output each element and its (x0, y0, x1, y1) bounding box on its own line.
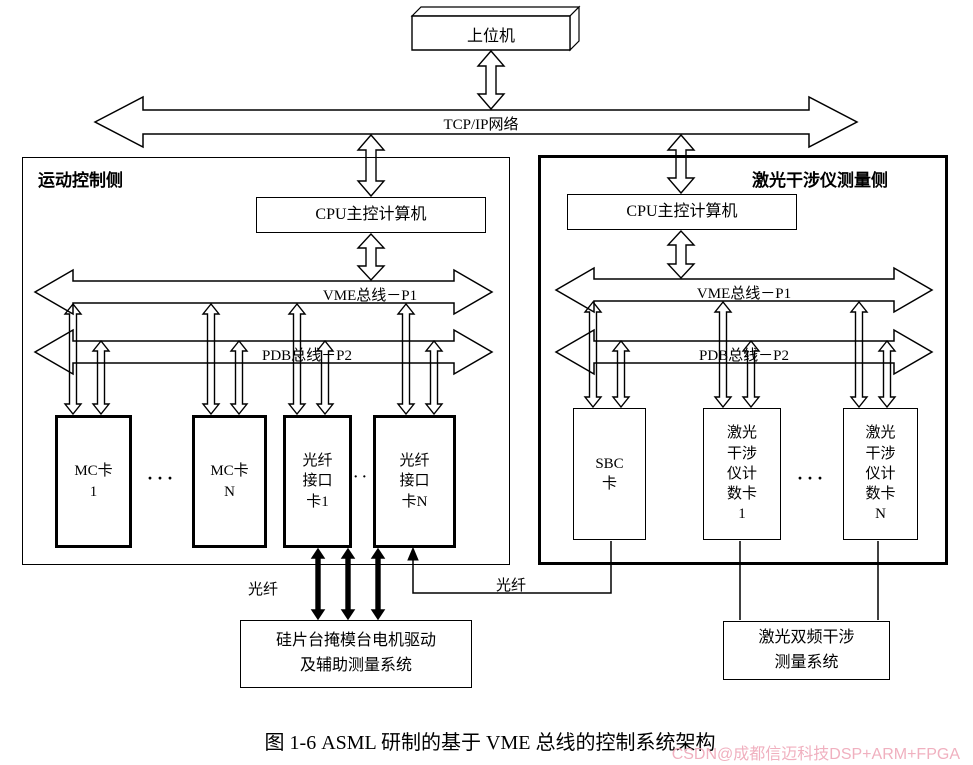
fiber-solid-arrow-3 (370, 547, 386, 621)
mc-card-1: MC卡 1 (55, 415, 132, 548)
laser-section-title: 激光干涉仪测量侧 (752, 171, 888, 190)
right-cpu-vme-arrow (666, 229, 696, 280)
sbc-card-label: SBC 卡 (595, 455, 624, 492)
tcpip-bus-arrow (93, 95, 859, 149)
right-vme-bus-arrow (554, 266, 934, 314)
laser-measure-system-label: 激光双频干涉 测量系统 (758, 628, 855, 671)
figure-caption: 图 1-6 ASML 研制的基于 VME 总线的控制系统架构 (264, 732, 716, 754)
host-network-arrow (476, 49, 506, 111)
sbc-card: SBC 卡 (573, 408, 646, 540)
right-pdb-bus-label: PDB总线－P2 (698, 348, 790, 364)
right-card-bus-arrow-6 (877, 339, 897, 409)
fiber-label-mid: 光纤 (496, 578, 527, 594)
laser-measurement-section (538, 155, 948, 565)
ellipsis-left-b: ·· (353, 470, 371, 485)
tcpip-network-label: TCP/IP网络 (443, 117, 519, 133)
fiber-interface-card-1-label: 光纤 接口 卡1 (302, 453, 333, 510)
left-cpu-label: CPU主控计算机 (315, 206, 427, 224)
mc-card-1-label: MC卡 1 (74, 463, 113, 500)
left-card-bus-arrow-6 (315, 339, 335, 416)
left-card-bus-arrow-4 (229, 339, 249, 416)
right-card-bus-arrow-5 (849, 300, 869, 409)
mc-card-n-label: MC卡 N (210, 463, 249, 500)
left-card-bus-arrow-2 (91, 339, 111, 416)
host-box-top-face (410, 6, 581, 17)
fiber-solid-arrow-2 (340, 547, 356, 621)
left-card-bus-arrow-8 (424, 339, 444, 416)
right-card-bus-arrow-2 (611, 339, 631, 409)
fiber-label-left: 光纤 (248, 582, 279, 598)
ellipsis-left-a: ··· (146, 468, 177, 488)
fiber-link-line (412, 541, 612, 594)
motion-section-title: 运动控制侧 (38, 171, 123, 190)
watermark: CSDN@成都信迈科技DSP+ARM+FPGA (671, 746, 960, 763)
left-card-bus-arrow-5 (287, 302, 307, 416)
host-box-label: 上位机 (466, 28, 515, 45)
left-pdb-bus-arrow (33, 328, 494, 376)
right-cpu-box: CPU主控计算机 (567, 194, 797, 230)
laser-counter-card-1: 激光 干涉 仪计 数卡 1 (703, 408, 781, 540)
network-right-cpu-arrow (666, 133, 696, 195)
fiber-interface-card-1: 光纤 接口 卡1 (283, 415, 352, 548)
right-card-bus-arrow-3 (713, 300, 733, 409)
left-cpu-vme-arrow (356, 232, 386, 282)
host-box (411, 15, 571, 51)
laser-counter-card-n: 激光 干涉 仪计 数卡 N (843, 408, 918, 540)
right-cpu-label: CPU主控计算机 (626, 203, 738, 221)
left-cpu-box: CPU主控计算机 (256, 197, 486, 233)
motion-control-section (22, 157, 510, 565)
mc-card-n: MC卡 N (192, 415, 267, 548)
right-pdb-bus-arrow (554, 328, 934, 376)
right-vme-bus-label: VME总线－P1 (696, 286, 792, 302)
laser-measure-system-box: 激光双频干涉 测量系统 (723, 621, 890, 680)
wafer-stage-system-box: 硅片台掩模台电机驱动 及辅助测量系统 (240, 620, 472, 688)
fiber-link-arrowhead (407, 546, 419, 561)
fiber-interface-card-n: 光纤 接口 卡N (373, 415, 456, 548)
fiber-solid-arrow-1 (310, 547, 326, 621)
ellipsis-right: ··· (796, 468, 827, 488)
left-card-bus-arrow-3 (201, 302, 221, 416)
right-card-bus-arrow-1 (583, 300, 603, 409)
left-pdb-bus-label: PDB总线－P2 (261, 348, 353, 364)
laser-counter-card-1-label: 激光 干涉 仪计 数卡 1 (726, 425, 757, 523)
fiber-interface-card-n-label: 光纤 接口 卡N (399, 453, 430, 510)
left-card-bus-arrow-1 (63, 302, 83, 416)
laser-counter-card-n-label: 激光 干涉 仪计 数卡 N (865, 425, 896, 523)
wafer-stage-system-label: 硅片台掩模台电机驱动 及辅助测量系统 (275, 632, 436, 674)
left-vme-bus-arrow (33, 268, 494, 316)
left-vme-bus-label: VME总线－P1 (322, 288, 418, 304)
right-card-bus-arrow-4 (741, 339, 761, 409)
left-card-bus-arrow-7 (396, 302, 416, 416)
network-left-cpu-arrow (356, 133, 386, 198)
